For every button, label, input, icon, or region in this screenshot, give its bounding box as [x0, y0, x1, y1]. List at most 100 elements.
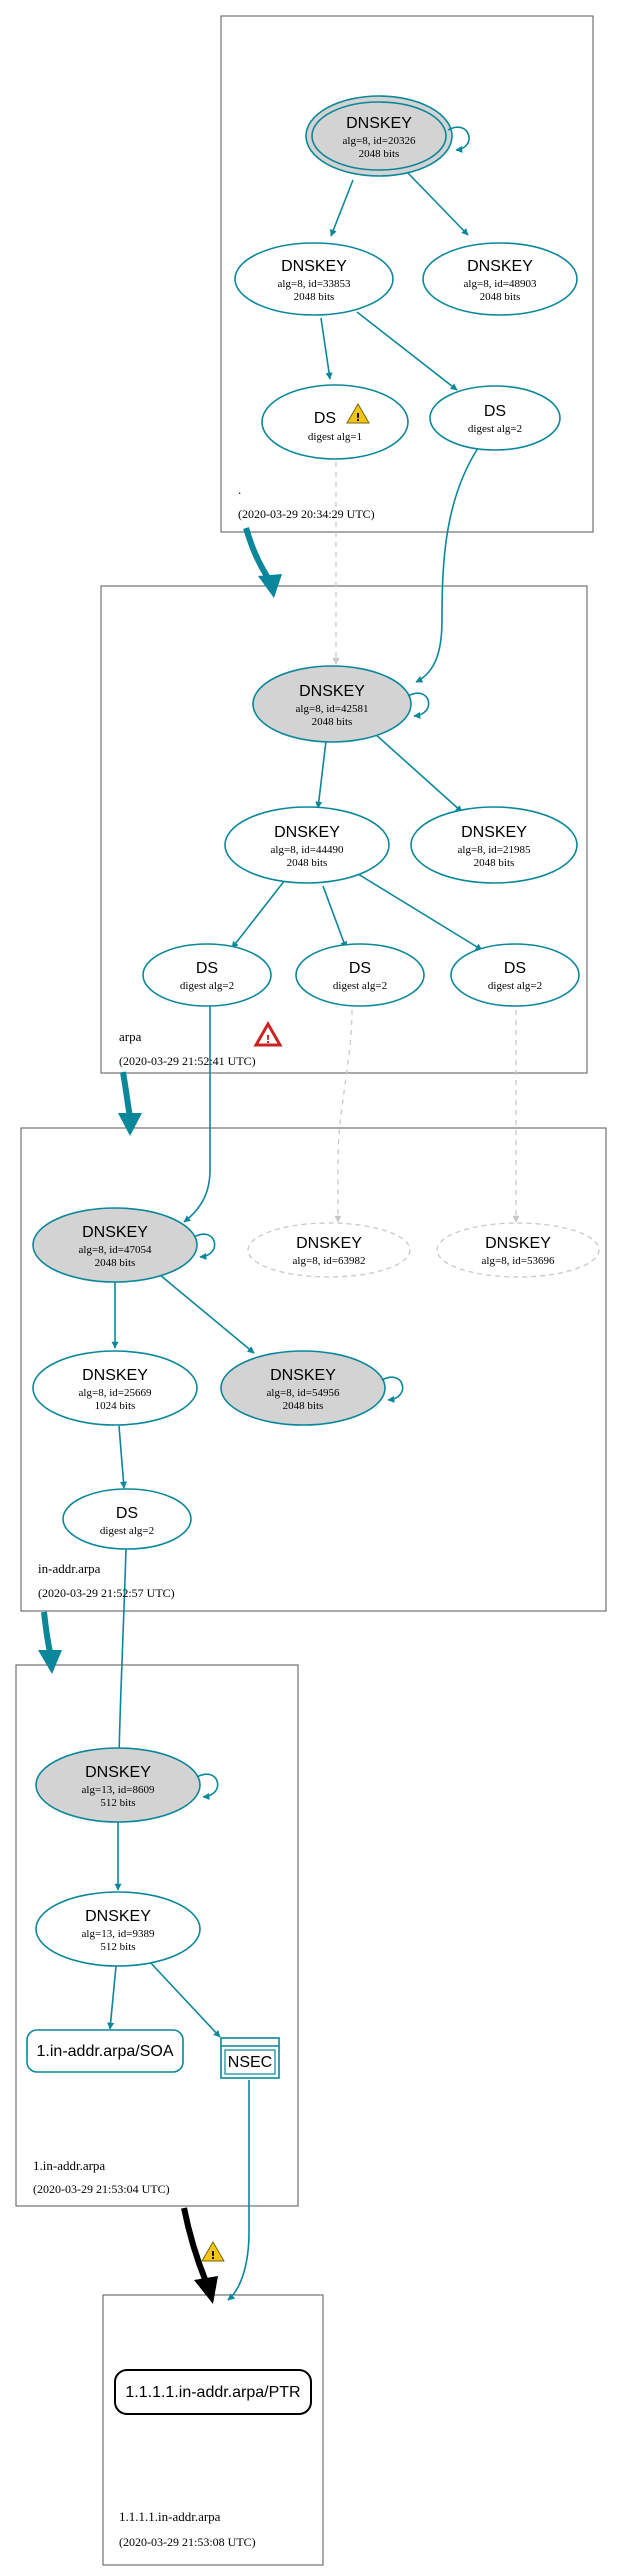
edge-root-ksk-48903: [406, 171, 469, 236]
dnskey-node-one-ksk[interactable]: [35, 1747, 201, 1823]
arpa-21985-title: DNSKEY: [461, 824, 527, 841]
edge-arpa-ksk-zsk: [315, 740, 327, 809]
ds-node-arpa-c[interactable]: [450, 943, 580, 1007]
edge-arpa-zsk-ds-c: [357, 873, 483, 951]
error-triangle-icon[interactable]: !: [253, 1020, 283, 1047]
dnskey-node-root-33853[interactable]: [234, 242, 394, 316]
nsec-record-label: NSEC: [228, 2054, 272, 2071]
one-ksk-bits: 512 bits: [100, 1797, 135, 1809]
arpa-ksk-title: DNSKEY: [299, 683, 365, 700]
edge-arpa-ksk-21985: [373, 732, 463, 813]
ina-ksk-self-loop: [193, 1233, 216, 1260]
root-48903-detail: alg=8, id=48903: [464, 278, 537, 290]
edge-nsec-ptr: [227, 2080, 250, 2301]
zone-arpa-name: arpa: [119, 1029, 142, 1044]
dnskey-node-root-48903[interactable]: [422, 242, 578, 316]
zone-1-in-addr-arpa-name: 1.in-addr.arpa: [33, 2158, 105, 2173]
delegation-in-addr-1-edge: [41, 1611, 54, 1657]
arpa-ds-a-detail: digest alg=2: [180, 980, 234, 992]
ds-node-ina[interactable]: [62, 1488, 192, 1550]
dnskey-node-ina-53696-missing[interactable]: [436, 1222, 600, 1278]
one-zsk-title: DNSKEY: [85, 1908, 151, 1925]
dnskey-node-arpa-44490[interactable]: [224, 806, 390, 884]
zone-in-addr-arpa-box: [20, 1127, 607, 1612]
nsec-record-node[interactable]: [220, 2037, 280, 2079]
one-ksk-detail: alg=13, id=8609: [82, 1784, 155, 1796]
svg-text:!: !: [210, 2249, 215, 2262]
ina-ksk-title: DNSKEY: [82, 1224, 148, 1241]
one-zsk-detail: alg=13, id=9389: [82, 1928, 155, 1940]
delegation-1-to-ptr-insecure-edge: [181, 2207, 209, 2284]
edge-one-zsk-nsec: [147, 1959, 221, 2038]
arpa-21985-bits: 2048 bits: [474, 857, 515, 869]
ina-ghost2-title: DNSKEY: [485, 1235, 551, 1252]
zone-root-box: [220, 15, 594, 533]
ptr-record-node[interactable]: [114, 2369, 312, 2415]
dnskey-node-arpa-21985[interactable]: [410, 806, 578, 884]
ds-node-root-alg2[interactable]: [429, 385, 561, 451]
dnskey-node-arpa-ksk[interactable]: [252, 665, 412, 743]
arpa-ds-c-detail: digest alg=2: [488, 980, 542, 992]
edge-arpa-ds-b-ghost1: [334, 1009, 353, 1223]
edge-root-ksk-zsk: [330, 179, 354, 237]
root-ksk-bits: 2048 bits: [359, 148, 400, 160]
root-ksk-self-loop: [447, 126, 470, 153]
edge-ina-ds-one-ksk: [115, 1547, 127, 1759]
delegation-arpa-in-addr-edge: [120, 1071, 133, 1119]
ina-zsk-bits: 1024 bits: [95, 1400, 136, 1412]
soa-record-node[interactable]: [26, 2029, 184, 2073]
delegation-arpa-in-addr-arrowhead: [118, 1113, 142, 1136]
ina-ghost2-detail: alg=8, id=53696: [482, 1255, 555, 1267]
edge-root-ds2-arpa-ksk: [415, 447, 479, 683]
ina-ksk-detail: alg=8, id=47054: [79, 1244, 152, 1256]
root-ds1-detail: digest alg=1: [308, 431, 362, 443]
delegation-root-arpa-edge: [243, 527, 271, 580]
root-zsk-title: DNSKEY: [281, 258, 347, 275]
root-ksk-detail: alg=8, id=20326: [343, 135, 416, 147]
root-ksk-title: DNSKEY: [346, 115, 412, 132]
ds-node-root-alg1[interactable]: [261, 384, 409, 460]
edge-arpa-zsk-ds-a: [231, 879, 286, 949]
arpa-ds-b-title: DS: [349, 960, 371, 977]
root-ds2-title: DS: [484, 403, 506, 420]
arpa-zsk-title: DNSKEY: [274, 824, 340, 841]
root-ds2-detail: digest alg=2: [468, 423, 522, 435]
dnskey-node-ina-ksk[interactable]: [32, 1207, 198, 1283]
ina-54956-detail: alg=8, id=54956: [267, 1387, 340, 1399]
ina-ghost1-detail: alg=8, id=63982: [293, 1255, 366, 1267]
dnskey-node-ina-63982-missing[interactable]: [247, 1222, 411, 1278]
dnskey-node-root-ksk[interactable]: [311, 101, 447, 171]
soa-record-label: 1.in-addr.arpa/SOA: [37, 2043, 174, 2060]
ina-ghost1-title: DNSKEY: [296, 1235, 362, 1252]
arpa-zsk-bits: 2048 bits: [287, 857, 328, 869]
warning-triangle-icon[interactable]: !: [346, 403, 370, 424]
delegation-root-arpa-arrowhead: [258, 574, 282, 598]
edge-one-zsk-soa: [107, 1965, 117, 2030]
ina-zsk-title: DNSKEY: [82, 1367, 148, 1384]
arpa-ksk-bits: 2048 bits: [312, 716, 353, 728]
zone-1-in-addr-arpa-box: [15, 1664, 299, 2207]
ina-ksk-bits: 2048 bits: [95, 1257, 136, 1269]
zone-in-addr-arpa-date: (2020-03-29 21:52:57 UTC): [38, 1586, 175, 1600]
dnskey-node-ina-54956[interactable]: [220, 1350, 386, 1426]
root-ds1-title: DS: [314, 410, 336, 427]
arpa-ds-b-detail: digest alg=2: [333, 980, 387, 992]
zone-ptr-date: (2020-03-29 21:53:08 UTC): [119, 2535, 256, 2549]
warning-triangle-icon[interactable]: !: [201, 2241, 225, 2262]
edge-arpa-zsk-ds-b: [322, 885, 348, 949]
ds-node-arpa-b[interactable]: [295, 943, 425, 1007]
dnskey-node-one-9389[interactable]: [35, 1891, 201, 1967]
arpa-zsk-detail: alg=8, id=44490: [271, 844, 344, 856]
arpa-ds-c-title: DS: [504, 960, 526, 977]
root-48903-bits: 2048 bits: [480, 291, 521, 303]
dnskey-node-ina-25669[interactable]: [32, 1350, 198, 1426]
arpa-ds-a-title: DS: [196, 960, 218, 977]
root-48903-title: DNSKEY: [467, 258, 533, 275]
ina-54956-title: DNSKEY: [270, 1367, 336, 1384]
ina-ds-detail: digest alg=2: [100, 1525, 154, 1537]
edge-root-zsk-ds1: [320, 317, 333, 380]
arpa-21985-detail: alg=8, id=21985: [458, 844, 531, 856]
ptr-record-label: 1.1.1.1.in-addr.arpa/PTR: [125, 2384, 300, 2401]
ds-node-arpa-a[interactable]: [142, 943, 272, 1007]
